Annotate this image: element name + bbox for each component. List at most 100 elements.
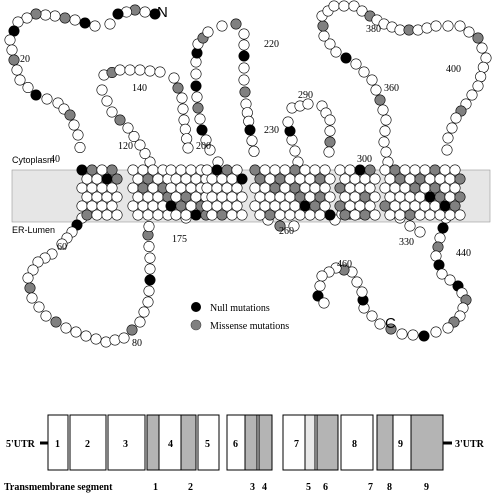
residue — [246, 135, 258, 147]
helix-residue — [299, 164, 311, 176]
helix-residue — [96, 164, 108, 176]
residue — [328, 0, 340, 12]
residue — [238, 39, 250, 51]
helix-residue — [236, 173, 248, 185]
helix-residue — [304, 191, 316, 203]
residue — [396, 328, 408, 340]
exon-9-label: 9 — [398, 439, 403, 450]
residue-label-60: 60 — [57, 242, 67, 253]
helix-residue — [165, 200, 177, 212]
helix-residue — [389, 200, 401, 212]
residue — [475, 71, 487, 83]
residue — [412, 24, 424, 36]
residue — [122, 122, 134, 134]
helix-residue — [429, 182, 441, 194]
residue — [432, 241, 444, 253]
helix-residue — [304, 209, 316, 221]
residue — [182, 142, 194, 154]
residue-label-380: 380 — [366, 24, 381, 35]
null-mutation-swatch — [191, 302, 201, 312]
helix-residue — [231, 182, 243, 194]
helix-residue — [175, 182, 187, 194]
helix-residue — [339, 209, 351, 221]
helix-residue — [201, 182, 213, 194]
residue — [192, 102, 204, 114]
residue — [101, 95, 113, 107]
residue — [350, 58, 362, 70]
helix-residue — [349, 173, 361, 185]
tm-1-region — [146, 414, 160, 471]
residue — [178, 114, 190, 126]
helix-residue — [269, 200, 281, 212]
helix-residue — [399, 182, 411, 194]
helix-residue — [127, 164, 139, 176]
helix-residue — [299, 200, 311, 212]
residue — [143, 241, 155, 253]
residue — [134, 316, 146, 328]
residue — [442, 132, 454, 144]
helix-residue — [106, 164, 118, 176]
exon-7-label: 7 — [294, 439, 299, 450]
c-terminus-label: C — [385, 315, 396, 332]
cytoplasm-label: Cytoplasm — [12, 155, 55, 165]
tm-9-region — [410, 414, 444, 471]
helix-residue — [384, 191, 396, 203]
residue — [302, 98, 314, 110]
helix-residue — [369, 209, 381, 221]
helix-residue — [319, 200, 331, 212]
residue — [139, 148, 151, 160]
tm-number-4: 4 — [262, 482, 267, 493]
residue — [366, 74, 378, 86]
residue-label-260: 260 — [279, 226, 294, 237]
tm-helix-4 — [201, 164, 248, 221]
helix-residue — [444, 191, 456, 203]
helix-residue — [319, 164, 331, 176]
helix-residue — [364, 164, 376, 176]
residue-label-290: 290 — [298, 90, 313, 101]
residue — [69, 14, 81, 26]
residue — [8, 54, 20, 66]
helix-residue — [419, 182, 431, 194]
tm-2-region — [180, 414, 197, 471]
residue-label-360: 360 — [384, 83, 399, 94]
residue — [472, 32, 484, 44]
helix-residue — [127, 182, 139, 194]
residue — [418, 330, 430, 342]
helix-residue — [96, 200, 108, 212]
residue — [463, 26, 475, 38]
helix-residue — [394, 191, 406, 203]
residue — [436, 268, 448, 280]
residue — [324, 136, 336, 148]
helix-residue — [206, 173, 218, 185]
helix-residue — [226, 209, 238, 221]
residue — [96, 84, 108, 96]
residue — [366, 310, 378, 322]
residue — [446, 122, 458, 134]
residue — [378, 136, 390, 148]
exon-2-label: 2 — [85, 439, 90, 450]
helix-residue — [444, 173, 456, 185]
helix-residue — [419, 164, 431, 176]
helix-residue — [86, 200, 98, 212]
helix-residue — [142, 191, 154, 203]
helix-residue — [147, 200, 159, 212]
helix-residue — [414, 191, 426, 203]
residue — [22, 82, 34, 94]
helix-residue — [206, 191, 218, 203]
residue — [196, 124, 208, 136]
tm-number-5: 5 — [306, 482, 311, 493]
residue — [338, 0, 350, 12]
residue — [318, 30, 330, 42]
helix-residue — [81, 173, 93, 185]
helix-residue — [86, 164, 98, 176]
helix-residue — [399, 200, 411, 212]
tm-number-1: 1 — [153, 482, 158, 493]
helix-residue — [279, 200, 291, 212]
residue — [144, 252, 156, 264]
exon-1-box — [47, 414, 69, 471]
helix-residue — [190, 173, 202, 185]
residue — [248, 145, 260, 157]
residue — [238, 28, 250, 40]
helix-residue — [359, 209, 371, 221]
tm-helix-1 — [76, 164, 123, 221]
